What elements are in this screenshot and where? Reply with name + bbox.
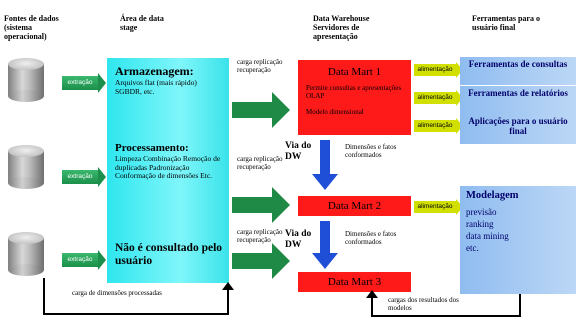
extraction-arrow: extração <box>62 167 106 187</box>
data-mart-1-title: Data Mart 1 <box>327 66 382 78</box>
data-mart-3: Data Mart 3 <box>298 272 411 292</box>
via-dw-arrow <box>312 140 338 190</box>
modeling-item: etc. <box>466 243 479 253</box>
modeling-item: data mining <box>466 231 509 241</box>
dims-label: Dimensões e fatos conformados <box>345 143 397 159</box>
via-dw-arrow <box>312 221 338 269</box>
storage-lines: Arquivos flat (mais rápido) SGBDR, etc. <box>115 78 197 96</box>
header-tools: Ferramentas para o usuário final <box>472 14 540 32</box>
result-loads-label: cargas dos resultados dos modelos <box>388 296 459 312</box>
via-dw-label: Via do DW <box>285 141 312 162</box>
feed-arrow: alimentação <box>414 62 463 78</box>
feed-arrow: alimentação <box>414 199 463 215</box>
dimension-loads-label: carga de dimensões processadas <box>72 289 162 297</box>
feed-arrow: alimentação <box>414 90 463 106</box>
load-arrow <box>232 243 290 279</box>
header-stage: Área de data stage <box>120 14 164 32</box>
data-mart-1-model: Modelo dimensional <box>306 108 364 116</box>
load-label: carga replicação recuperação <box>237 58 283 74</box>
via-dw-label: Via do DW <box>285 229 312 250</box>
not-queried-note: Não é consultado pelo usuário <box>115 242 223 267</box>
header-sources: Fontes de dados (sistema operacional) <box>4 14 59 41</box>
processing-lines: Limpeza Combinação Remoção de duplicadas… <box>115 154 221 180</box>
load-arrow <box>232 187 290 223</box>
database-icon <box>8 145 44 189</box>
tool-reports: Ferramentas de relatórios <box>460 86 576 114</box>
modeling-list: previsão ranking data mining etc. <box>466 206 509 254</box>
data-mart-2: Data Mart 2 <box>298 196 411 216</box>
load-label: carga replicação recuperação <box>237 155 283 171</box>
processing-title: Processamento: <box>115 142 189 154</box>
load-label: carga replicação recuperação <box>237 228 283 244</box>
storage-title: Armazenagem: <box>115 64 194 78</box>
tool-end-user-apps: Aplicações para o usuário final <box>460 114 576 144</box>
feed-arrow: alimentação <box>414 118 463 134</box>
load-arrow <box>232 92 290 128</box>
data-mart-1-desc: Permite consultas e apresentações OLAP <box>306 84 402 100</box>
header-dw: Data Warehouse Servidores de apresentaçã… <box>313 14 370 41</box>
tool-queries: Ferramentas de consultas <box>460 57 576 85</box>
data-mart-2-title: Data Mart 2 <box>327 200 382 212</box>
extraction-arrow: extração <box>62 250 106 270</box>
modeling-item: previsão <box>466 207 497 217</box>
database-icon <box>8 232 44 276</box>
data-mart-3-title: Data Mart 3 <box>327 276 382 288</box>
modeling-box: Modelagem previsão ranking data mining e… <box>460 186 576 294</box>
data-stage-area: Armazenagem: Arquivos flat (mais rápido)… <box>107 58 229 283</box>
dims-label: Dimensões e fatos conformados <box>345 230 397 246</box>
data-mart-1: Data Mart 1 Permite consultas e apresent… <box>298 60 411 135</box>
modeling-item: ranking <box>466 219 494 229</box>
modeling-title: Modelagem <box>466 190 519 201</box>
database-icon <box>8 58 44 102</box>
extraction-arrow: extração <box>62 73 106 93</box>
